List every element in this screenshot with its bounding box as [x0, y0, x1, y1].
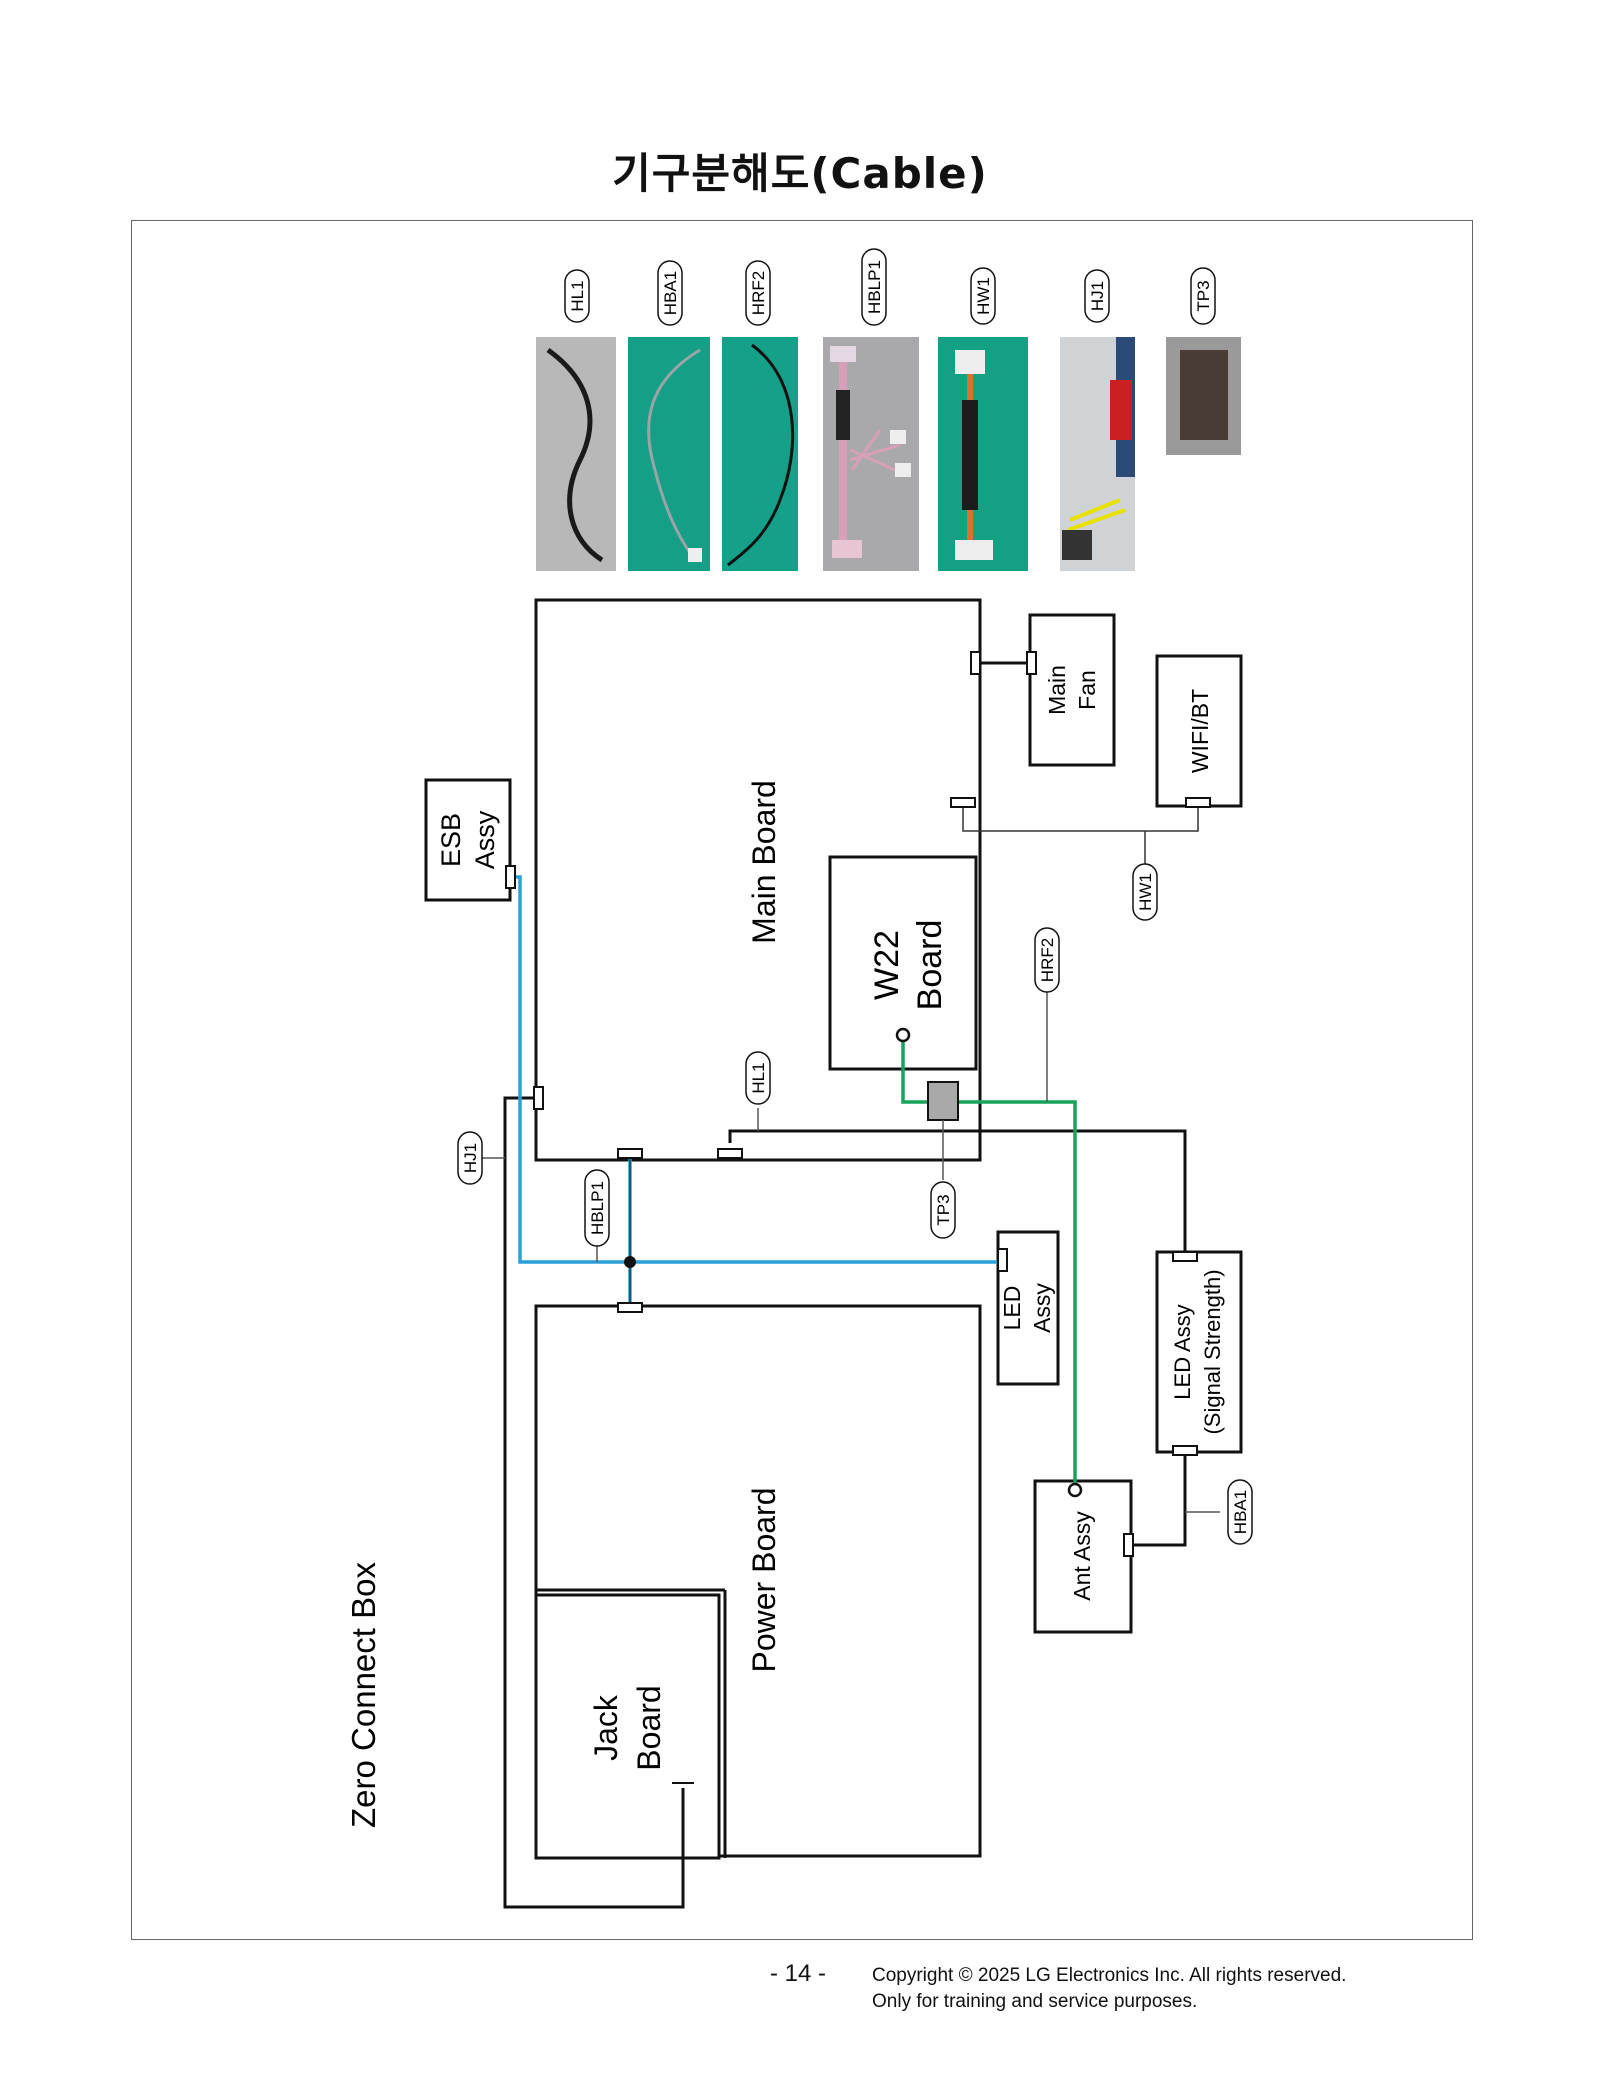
led-assy-signal-block: [1155, 1250, 1243, 1454]
svg-text:HBA1: HBA1: [1231, 1490, 1250, 1534]
w22-board-label-line2: Board: [911, 920, 949, 1011]
svg-text:HRF2: HRF2: [1038, 938, 1057, 982]
svg-text:HRF2: HRF2: [749, 271, 768, 315]
jack-board-block: [534, 1593, 721, 1860]
photo-tag-hblp1: HBLP1: [861, 248, 887, 326]
main-fan-label-line1: Main: [1044, 665, 1070, 715]
jack-board-label-line2: Board: [631, 1685, 667, 1770]
tag-hrf2: HRF2: [1034, 927, 1060, 993]
tag-hw1: HW1: [1132, 863, 1158, 921]
svg-text:HBA1: HBA1: [661, 271, 680, 315]
esb-assy-label-line1: ESB: [436, 813, 466, 867]
led-assy-signal-label-line2: (Signal Strength): [1200, 1269, 1225, 1434]
photo-tag-hl1: HL1: [564, 269, 590, 323]
w22-board-label-line1: W22: [868, 930, 906, 1000]
ant-assy-label: Ant Assy: [1069, 1511, 1095, 1601]
svg-text:HJ1: HJ1: [461, 1143, 480, 1173]
main-board-block: [534, 598, 982, 1162]
svg-text:HBLP1: HBLP1: [588, 1181, 607, 1235]
power-board-label: Power Board: [746, 1488, 782, 1673]
svg-text:HBLP1: HBLP1: [865, 260, 884, 314]
tag-tp3: TP3: [930, 1181, 956, 1239]
page-number: - 14 -: [770, 1960, 827, 1987]
photo-hl1: [536, 337, 616, 571]
photo-hrf2: [722, 337, 798, 571]
tag-hba1: HBA1: [1227, 1479, 1253, 1545]
main-fan-block: [1028, 613, 1116, 767]
photo-tag-tp3: TP3: [1190, 267, 1216, 325]
copyright-line1: Copyright © 2025 LG Electronics Inc. All…: [872, 1965, 1347, 1986]
svg-text:TP3: TP3: [1194, 280, 1213, 311]
cable-hw1: [962, 803, 1199, 832]
zero-connect-box-label: Zero Connect Box: [345, 1562, 382, 1828]
led-assy-label-line1: LED: [999, 1286, 1025, 1331]
photo-tp3: [1166, 337, 1241, 455]
photo-tag-hj1: HJ1: [1084, 269, 1110, 323]
wifi-bt-label: WIFI/BT: [1187, 689, 1213, 773]
cable-hba1: [1128, 1452, 1187, 1547]
esb-assy-label-line2: Assy: [470, 810, 500, 869]
copyright-line2: Only for training and service purposes.: [872, 1991, 1198, 2012]
tag-hj1: HJ1: [457, 1131, 483, 1185]
photo-tag-hw1: HW1: [970, 267, 996, 325]
photo-tag-hba1: HBA1: [657, 260, 683, 326]
led-assy-signal-label-line1: LED Assy: [1170, 1304, 1195, 1399]
main-fan-label-line2: Fan: [1074, 670, 1100, 710]
photo-hba1: [628, 337, 710, 571]
cable-hrf2: [901, 1035, 1077, 1490]
svg-text:HL1: HL1: [568, 280, 587, 311]
cable-hj1: [503, 1096, 685, 1909]
jack-board-label-line1: Jack: [588, 1694, 624, 1761]
diagram-frame: [131, 220, 1473, 1940]
tag-hblp1: HBLP1: [584, 1169, 610, 1247]
photo-hblp1: [823, 337, 919, 571]
photo-tag-hrf2: HRF2: [745, 260, 771, 326]
page-title: 기구분해도(Cable): [612, 149, 988, 198]
cable-hl1: [728, 1129, 1187, 1255]
led-assy-block: [996, 1230, 1060, 1386]
svg-text:HL1: HL1: [749, 1062, 768, 1093]
led-assy-label-line2: Assy: [1029, 1283, 1055, 1333]
photo-hj1: [1060, 337, 1135, 571]
power-board-block: [534, 1304, 982, 1858]
svg-text:TP3: TP3: [934, 1194, 953, 1225]
photo-hw1: [938, 337, 1028, 571]
svg-text:HW1: HW1: [974, 277, 993, 315]
svg-text:HW1: HW1: [1136, 873, 1155, 911]
tag-hl1: HL1: [745, 1051, 771, 1105]
copyright: Copyright © 2025 LG Electronics Inc. All…: [872, 1963, 1346, 2015]
main-board-label: Main Board: [746, 780, 782, 944]
esb-assy-block: [424, 778, 512, 902]
svg-text:HJ1: HJ1: [1088, 281, 1107, 311]
tp3-ferrite: [927, 1081, 959, 1121]
